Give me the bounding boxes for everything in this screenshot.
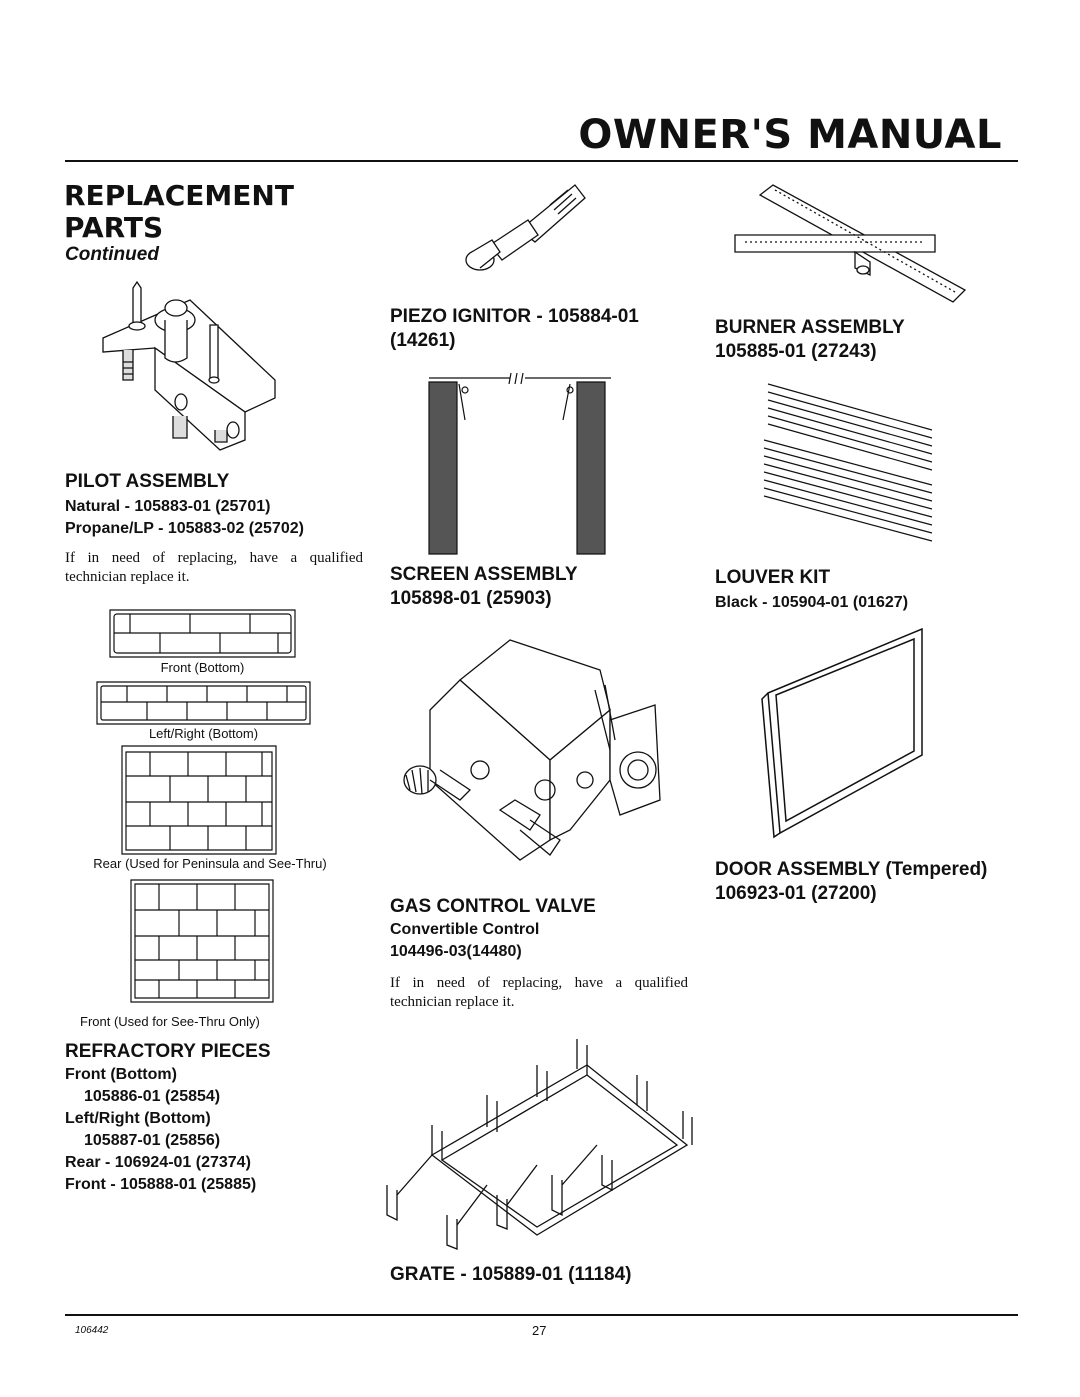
section-title: REPLACEMENT PARTS [64, 180, 294, 244]
screen-title: SCREEN ASSEMBLY 105898-01 (25903) [390, 563, 578, 611]
door-title: DOOR ASSEMBLY (Tempered) 106923-01 (2720… [715, 858, 987, 906]
manual-title: OWNER'S MANUAL [578, 112, 1002, 158]
refractory-rear-caption: Rear (Used for Peninsula and See-Thru) [93, 856, 327, 871]
louver-sub: Black - 105904-01 (01627) [715, 594, 909, 611]
pilot-assembly-title: PILOT ASSEMBLY [65, 471, 230, 492]
refractory-front-seethru-illustration [131, 880, 273, 1002]
louver-kit-illustration [760, 380, 940, 555]
refractory-line-5: Rear - 106924-01 (27374) [65, 1154, 251, 1171]
refractory-front-bottom-caption: Front (Bottom) [160, 660, 245, 675]
footer-rule [65, 1314, 1018, 1316]
refractory-line-1: Front (Bottom) [65, 1066, 177, 1083]
door-assembly-illustration [760, 625, 930, 835]
piezo-title-line2: (14261) [390, 330, 456, 351]
pilot-note: If in need of replacing, have a qualifie… [65, 550, 363, 585]
door-title-line2: 106923-01 (27200) [715, 883, 877, 904]
burner-assembly-illustration [735, 180, 970, 305]
refractory-line-3: Left/Right (Bottom) [65, 1110, 211, 1127]
refractory-left-right-illustration [97, 682, 310, 724]
piezo-title-line1: PIEZO IGNITOR - 105884-01 [390, 306, 639, 327]
pilot-assembly-illustration [95, 280, 285, 450]
refractory-line-2: 105886-01 (25854) [84, 1088, 221, 1105]
screen-title-line2: 105898-01 (25903) [390, 588, 552, 609]
gas-valve-note: If in need of replacing, have a qualifie… [390, 975, 688, 1010]
gas-valve-title: GAS CONTROL VALVE [390, 896, 596, 917]
door-title-line1: DOOR ASSEMBLY (Tempered) [715, 859, 988, 880]
pilot-propane-part: Propane/LP - 105883-02 (25702) [65, 520, 304, 537]
burner-title-line2: 105885-01 (27243) [715, 341, 877, 362]
refractory-front-seethru-caption: Front (Used for See-Thru Only) [80, 1014, 260, 1029]
gas-valve-sub2: 104496-03(14480) [390, 943, 522, 960]
header-rule [65, 160, 1018, 162]
refractory-line-4: 105887-01 (25856) [84, 1132, 221, 1149]
screen-assembly-illustration [425, 370, 615, 555]
footer-doc-number: 106442 [75, 1325, 109, 1336]
refractory-left-right-caption: Left/Right (Bottom) [148, 726, 259, 741]
gas-valve-sub1: Convertible Control [390, 921, 540, 938]
piezo-ignitor-illustration [450, 180, 600, 280]
pilot-natural-part: Natural - 105883-01 (25701) [65, 498, 271, 515]
piezo-title: PIEZO IGNITOR - 105884-01 (14261) [390, 305, 639, 353]
screen-title-line1: SCREEN ASSEMBLY [390, 564, 578, 585]
refractory-rear-illustration [122, 746, 276, 854]
burner-title: BURNER ASSEMBLY 105885-01 (27243) [715, 316, 905, 364]
louver-title: LOUVER KIT [715, 567, 831, 588]
footer-page-number: 27 [532, 1323, 547, 1338]
grate-illustration [387, 1035, 692, 1245]
section-continued: Continued [65, 244, 159, 265]
refractory-front-bottom-illustration [110, 610, 295, 657]
gas-control-valve-illustration [400, 630, 690, 880]
refractory-title: REFRACTORY PIECES [65, 1041, 271, 1062]
grate-title: GRATE - 105889-01 (11184) [390, 1264, 632, 1285]
refractory-line-6: Front - 105888-01 (25885) [65, 1176, 257, 1193]
burner-title-line1: BURNER ASSEMBLY [715, 317, 905, 338]
section-title-line2: PARTS [64, 211, 164, 244]
section-title-line1: REPLACEMENT [64, 179, 294, 212]
